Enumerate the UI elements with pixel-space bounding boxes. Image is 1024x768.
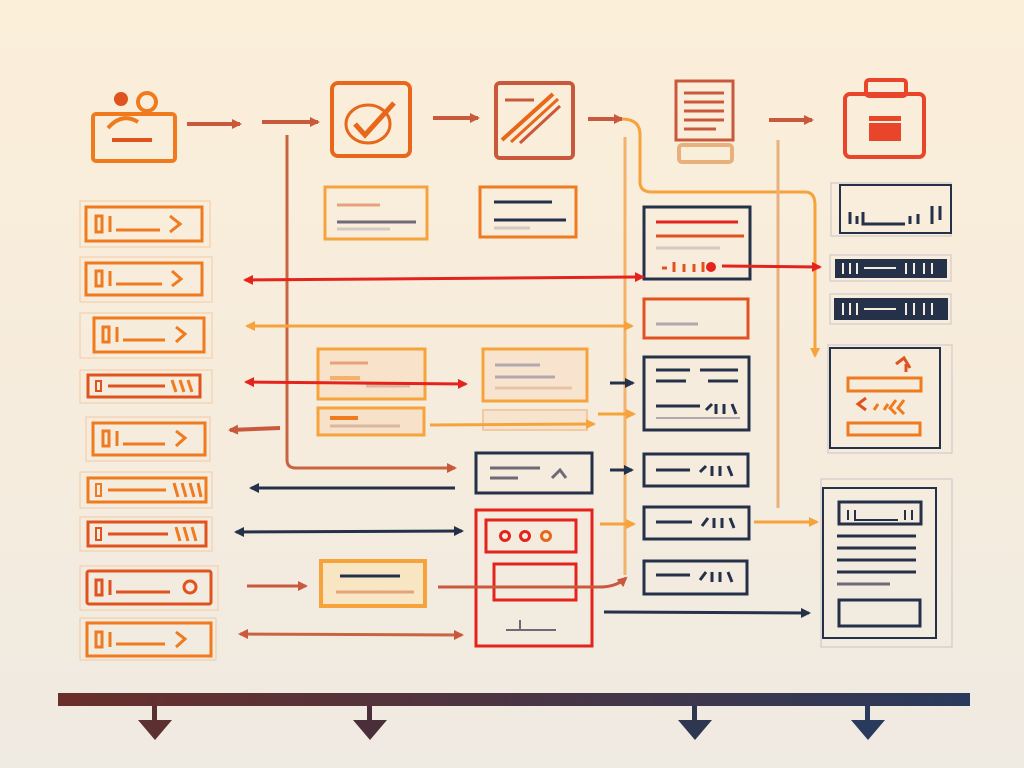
- arrow-navy-to-document: [603, 607, 811, 618]
- timeline-down-arrow-1: [138, 706, 172, 740]
- connector-top-to-right: [621, 117, 820, 358]
- people-card-icon: [91, 91, 177, 163]
- left-card-3: [79, 312, 213, 359]
- arrow-red-short: [244, 377, 468, 389]
- mid-card-f: [474, 451, 594, 495]
- right-card-1: [830, 182, 952, 237]
- right-document: [820, 478, 953, 648]
- arrow-navy-double: [234, 526, 464, 537]
- right-card-2: [829, 254, 952, 282]
- arrow-rust-double-bottom: [238, 629, 464, 640]
- timeline-bar: [58, 693, 970, 706]
- arrow-rust-to-rc6: [438, 576, 628, 589]
- left-card-1: [79, 200, 211, 248]
- briefcase-icon: [843, 78, 926, 159]
- left-card-4: [79, 369, 213, 404]
- rc-card-4: [642, 452, 750, 488]
- mid-card-d: [316, 406, 426, 437]
- timeline-down-arrow-2: [353, 706, 387, 740]
- checkmark-box-icon: [330, 81, 412, 158]
- left-card-6: [79, 471, 213, 509]
- arrow-red-to-right: [721, 261, 822, 272]
- right-card-4: [827, 344, 953, 454]
- left-card-5: [85, 416, 211, 462]
- arrow-red-long: [243, 272, 645, 285]
- timeline-down-arrow-4: [851, 706, 885, 740]
- left-card-7: [79, 516, 213, 552]
- mid-card-g: [319, 559, 427, 608]
- mid-card-b: [478, 185, 578, 239]
- left-card-2: [79, 256, 213, 303]
- mid-card-c: [316, 347, 427, 401]
- arrow-orange-mid-d: [429, 419, 596, 430]
- rc-card-5: [642, 505, 751, 541]
- trend-chart-icon: [494, 81, 575, 160]
- rc-card-2: [642, 297, 750, 340]
- arrow-brick-left: [228, 424, 281, 435]
- rc-card-6: [642, 559, 749, 596]
- left-card-9: [79, 617, 217, 661]
- rc-card-1: [642, 205, 752, 281]
- document-printer-icon: [674, 79, 735, 164]
- left-card-8: [79, 565, 219, 611]
- right-card-3: [829, 293, 952, 325]
- timeline-down-arrow-3: [678, 706, 712, 740]
- connector-vertical-left: [285, 135, 457, 473]
- rc-card-3: [642, 355, 751, 432]
- mid-panel-red: [474, 508, 594, 648]
- mid-card-e: [481, 347, 589, 431]
- mid-card-a: [323, 185, 429, 241]
